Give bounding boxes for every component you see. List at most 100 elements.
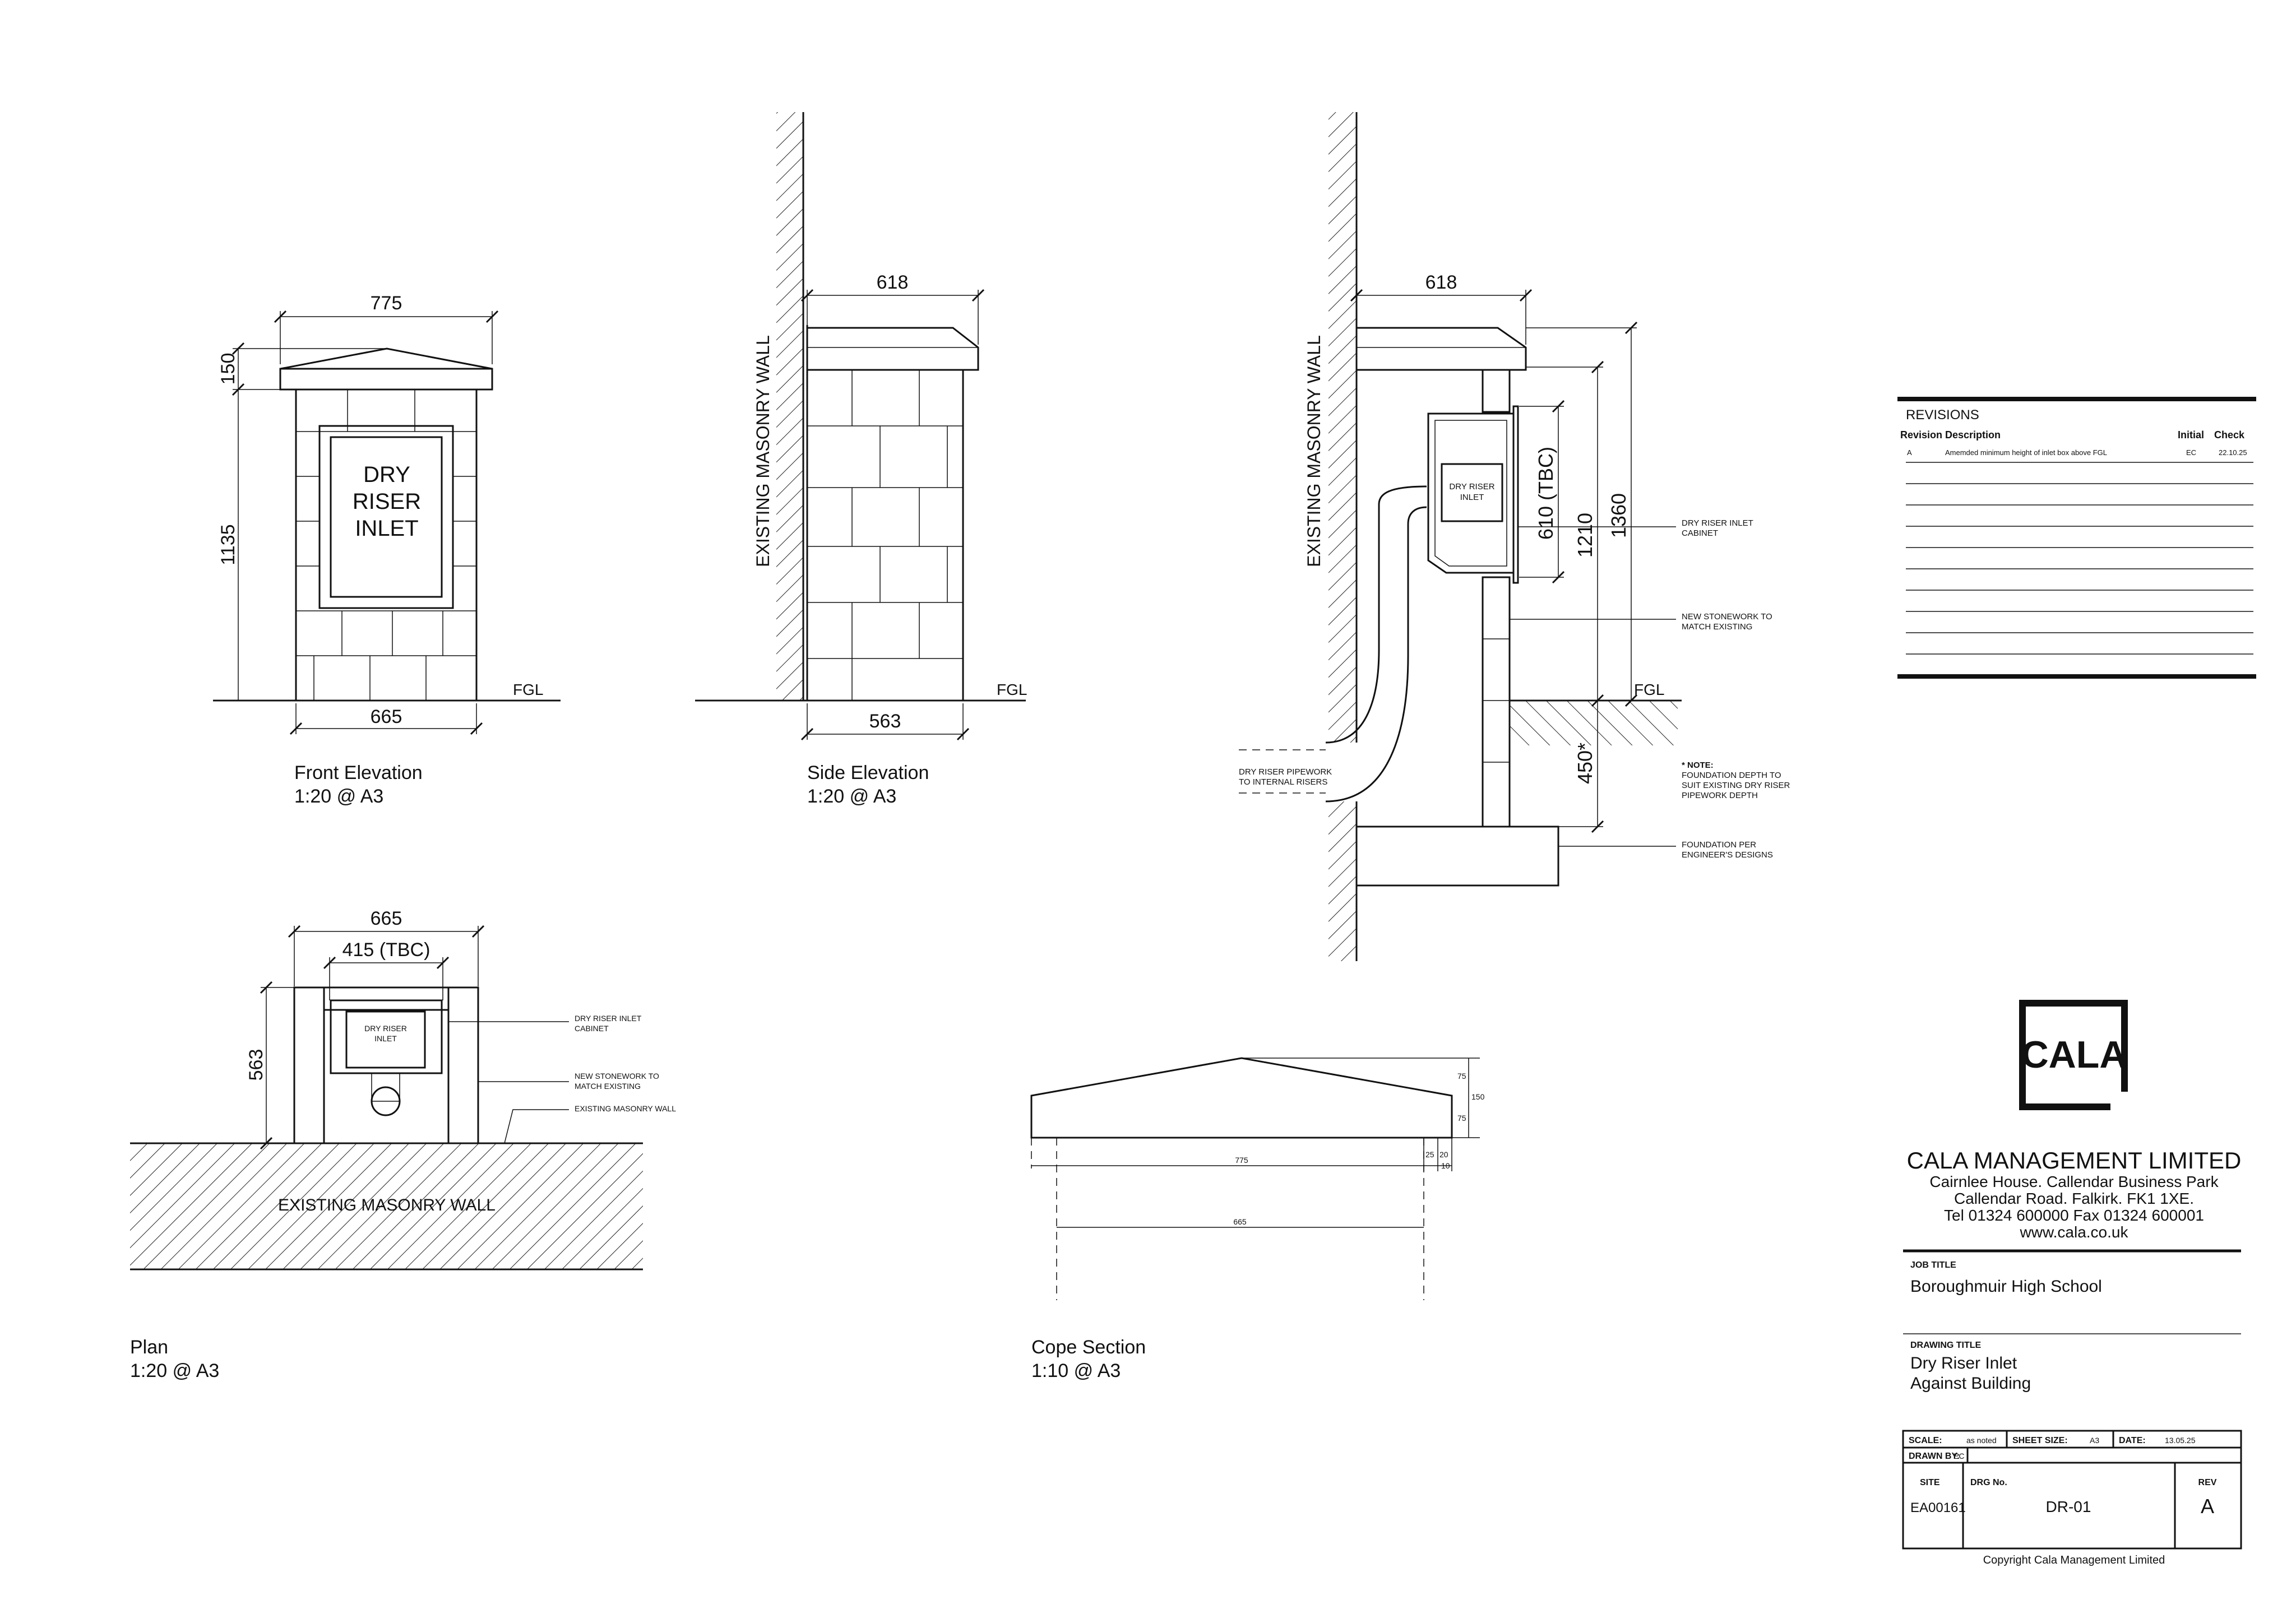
drawn-value: EC (1954, 1452, 1964, 1460)
section-note-eng-1: FOUNDATION PER (1682, 840, 1756, 850)
side-elevation-scale: 1:20 @ A3 (807, 786, 896, 807)
rev-value: A (2201, 1495, 2214, 1518)
date-label: DATE: (2119, 1436, 2146, 1445)
plan-note-stone-1: NEW STONEWORK TO (575, 1072, 659, 1081)
drg-value: DR-01 (2046, 1498, 2091, 1515)
site-label: SITE (1920, 1478, 1940, 1487)
revision-check: 22.10.25 (2219, 448, 2247, 457)
plan-note-stone-2: MATCH EXISTING (575, 1082, 641, 1091)
drawing-title-2: Against Building (1910, 1374, 2031, 1393)
section-note-pipe-2: TO INTERNAL RISERS (1239, 777, 1327, 787)
company-web: www.cala.co.uk (2020, 1223, 2129, 1241)
cope-dim-775: 775 (1235, 1156, 1248, 1165)
revisions-col-check: Check (2214, 429, 2245, 440)
cope-dim-150: 150 (1471, 1092, 1485, 1101)
front-elevation-title: Front Elevation (294, 762, 423, 783)
plan-title: Plan (130, 1337, 168, 1358)
front-dim-775: 775 (371, 293, 402, 314)
drg-label: DRG No. (1970, 1478, 2007, 1487)
side-wall-label: EXISTING MASONRY WALL (753, 335, 773, 567)
job-title: Boroughmuir High School (1910, 1277, 2102, 1296)
front-elevation-scale: 1:20 @ A3 (294, 786, 383, 807)
front-sign-line3: INLET (355, 516, 418, 541)
cope-dim-25: 25 (1425, 1150, 1434, 1159)
cope-dim-20: 20 (1439, 1150, 1448, 1159)
company-address2: Callendar Road. Falkirk. FK1 1XE. (1954, 1190, 2194, 1207)
cope-section: 75 150 75 25 20 10 775 665 Cope Section … (1030, 1057, 1485, 1381)
section-cabinet-line1: DRY RISER (1449, 482, 1494, 491)
scale-label: SCALE: (1909, 1436, 1942, 1445)
section-note-found-4: PIPEWORK DEPTH (1682, 791, 1758, 800)
section-dim-1210: 1210 (1573, 513, 1596, 558)
section-dim-450: 450* (1573, 743, 1596, 784)
front-elevation: DRY RISER INLET 775 150 1135 665 FGL Fro… (213, 293, 561, 807)
revisions-col-description: Description (1945, 429, 2001, 440)
sheet-value: A3 (2090, 1436, 2099, 1445)
drawn-label: DRAWN BY: (1909, 1452, 1960, 1461)
section-note-eng-2: ENGINEER'S DESIGNS (1682, 850, 1773, 860)
side-elevation-title: Side Elevation (807, 762, 929, 783)
drawing-title-1: Dry Riser Inlet (1910, 1354, 2017, 1372)
company-address1: Cairnlee House. Callendar Business Park (1929, 1173, 2219, 1190)
plan-scale: 1:20 @ A3 (130, 1360, 219, 1381)
logo-text: CALA (2021, 1033, 2127, 1076)
cope-section-title: Cope Section (1031, 1337, 1146, 1358)
section-note-found-2: FOUNDATION DEPTH TO (1682, 771, 1781, 780)
front-sign-line1: DRY (363, 462, 410, 487)
front-dim-1135: 1135 (217, 524, 239, 565)
section-note-stone-2: MATCH EXISTING (1682, 622, 1752, 632)
side-elevation: EXISTING MASONRY WALL 618 563 F (695, 112, 1027, 807)
cope-dim-75a: 75 (1457, 1072, 1466, 1081)
section-note-pipe-1: DRY RISER PIPEWORK (1239, 767, 1332, 777)
section-note-stone-1: NEW STONEWORK TO (1682, 612, 1772, 622)
revisions-table: REVISIONS Revision Description Initial C… (1897, 397, 2256, 679)
revisions-col-initial: Initial (2178, 429, 2204, 440)
plan-note-cabinet-2: CABINET (575, 1024, 609, 1033)
revision-description: Amemded minimum height of inlet box abov… (1945, 448, 2107, 457)
revision-initial: EC (2186, 448, 2196, 457)
revision-row: A Amemded minimum height of inlet box ab… (1907, 448, 2247, 457)
side-fgl: FGL (997, 681, 1027, 698)
revision-rev: A (1907, 448, 1912, 457)
section-dim-1360: 1360 (1607, 493, 1630, 538)
section-fgl: FGL (1634, 681, 1664, 698)
plan-note-wall: EXISTING MASONRY WALL (575, 1104, 676, 1113)
section-cabinet-line2: INLET (1460, 493, 1484, 502)
site-value: EA00161 (1910, 1500, 1966, 1515)
front-dim-665: 665 (371, 706, 402, 727)
section-view: EXISTING MASONRY WALL DRY RISER INLET (1239, 112, 1790, 961)
section-note-cabinet-1: DRY RISER INLET (1682, 518, 1753, 528)
section-note-found-3: SUIT EXISTING DRY RISER (1682, 781, 1790, 790)
date-value: 13.05.25 (2165, 1436, 2196, 1445)
plan-note-cabinet-1: DRY RISER INLET (575, 1014, 642, 1023)
front-fgl: FGL (513, 681, 543, 698)
cope-dim-665: 665 (1233, 1217, 1247, 1226)
plan-view: EXISTING MASONRY WALL DRY RISER INLET 66… (130, 908, 676, 1381)
section-note-cabinet-2: CABINET (1682, 528, 1718, 538)
rev-label: REV (2198, 1478, 2217, 1487)
side-dim-618: 618 (877, 272, 909, 293)
revisions-col-revision: Revision (1900, 429, 1942, 440)
section-dim-610: 610 (TBC) (1534, 447, 1557, 540)
plan-cabinet-line2: INLET (374, 1034, 397, 1043)
job-title-label: JOB TITLE (1910, 1260, 1956, 1270)
sheet-label: SHEET SIZE: (2012, 1436, 2068, 1445)
scale-value: as noted (1966, 1436, 1997, 1445)
copyright: Copyright Cala Management Limited (1983, 1554, 2165, 1566)
plan-dim-563: 563 (246, 1049, 267, 1081)
plan-cabinet-line1: DRY RISER (364, 1024, 407, 1033)
plan-dim-665: 665 (371, 908, 402, 929)
plan-wall-label: EXISTING MASONRY WALL (278, 1196, 496, 1214)
title-block: CALA CALA MANAGEMENT LIMITED Cairnlee Ho… (1902, 1000, 2242, 1566)
company-name: CALA MANAGEMENT LIMITED (1907, 1147, 2242, 1174)
plan-dim-415: 415 (TBC) (342, 939, 430, 961)
cope-dim-75b: 75 (1457, 1114, 1466, 1123)
drawing-title-label: DRAWING TITLE (1910, 1341, 1982, 1350)
front-dim-150: 150 (217, 353, 239, 385)
section-dim-618: 618 (1425, 272, 1457, 293)
section-wall-label: EXISTING MASONRY WALL (1304, 335, 1324, 567)
cala-logo: CALA (2019, 1000, 2128, 1110)
side-dim-563: 563 (869, 711, 901, 732)
section-note-found-1: * NOTE: (1682, 761, 1714, 770)
